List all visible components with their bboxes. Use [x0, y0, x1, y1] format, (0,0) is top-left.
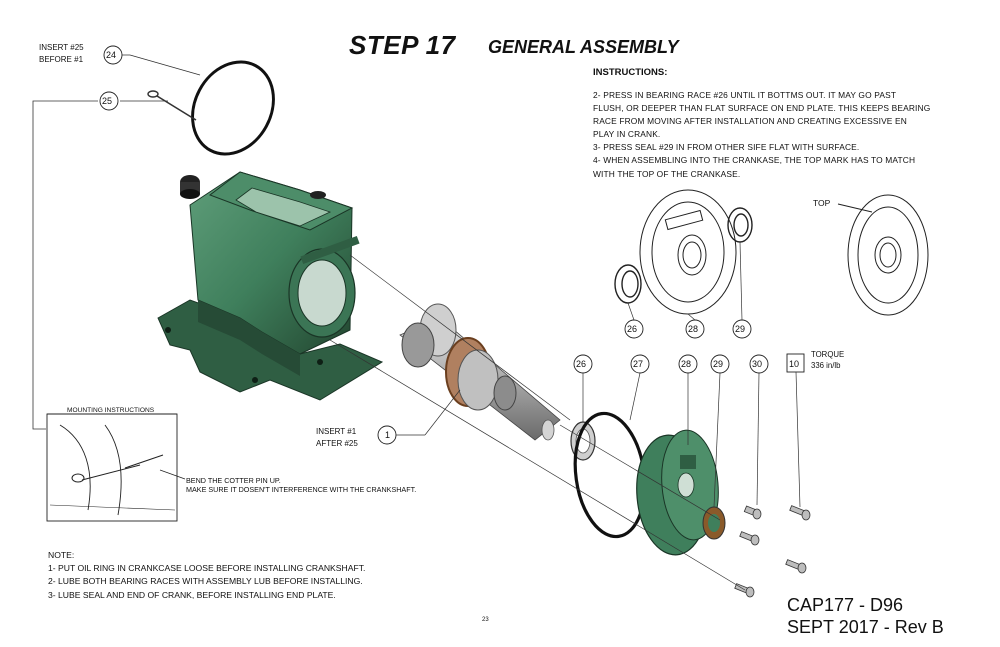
bolts	[734, 505, 811, 598]
bolt	[743, 505, 762, 520]
balloon-29-detail: 29	[735, 324, 746, 334]
box-10: 10	[789, 359, 800, 369]
balloon-1: 1	[385, 430, 391, 440]
balloon-26: 26	[576, 359, 587, 369]
end-plate-detail-front	[639, 189, 737, 315]
doc-revision: SEPT 2017 - Rev B	[787, 617, 944, 637]
breather-cap	[180, 175, 200, 199]
balloon-26-detail: 26	[627, 324, 638, 334]
o-ring-24	[191, 60, 275, 156]
balloon-24: 24	[106, 50, 117, 60]
cotter-line: MAKE SURE IT DOSEN'T INTERFERENCE WITH T…	[186, 485, 417, 494]
mounting-heading: MOUNTING INSTRUCTIONS	[67, 407, 155, 414]
note-item: 3- LUBE SEAL AND END OF CRANK, BEFORE IN…	[48, 589, 336, 600]
balloon-29: 29	[713, 359, 724, 369]
top-mark-label: TOP	[813, 198, 831, 208]
callout-line: AFTER #25	[316, 439, 358, 448]
balloon-leaders	[396, 241, 801, 508]
instruction-line: 3- PRESS SEAL #29 IN FROM OTHER SIFE FLA…	[593, 142, 860, 153]
torque-label: TORQUE	[811, 350, 845, 359]
notes-block: NOTE: 1- PUT OIL RING IN CRANKCASE LOOSE…	[48, 549, 365, 602]
callout-line: INSERT #1	[316, 427, 357, 436]
end-plate-28	[636, 429, 719, 556]
callout-line: INSERT #25	[39, 43, 84, 52]
bolt	[789, 505, 811, 521]
bolt	[739, 531, 760, 546]
insert-25-callout: INSERT #25 BEFORE #1	[39, 42, 84, 66]
instruction-line: PLAY IN CRANK.	[593, 129, 661, 140]
end-plate-detail-top	[837, 194, 929, 316]
race-detail-26	[614, 264, 642, 304]
instruction-line: 2- PRESS IN BEARING RACE #26 UNTIL IT BO…	[593, 90, 897, 100]
page-number: 23	[482, 617, 489, 623]
notes-heading: NOTE:	[48, 550, 75, 560]
crankshaft	[399, 303, 561, 441]
explode-lines	[329, 254, 746, 591]
instruction-line: FLUSH, OR DEEPER THAN FLAT SURFACE ON EN…	[593, 103, 931, 114]
doc-code: CAP177 - D96	[787, 595, 904, 615]
instruction-line: RACE FROM MOVING AFTER INSTALLATION AND …	[593, 116, 907, 127]
balloon-25: 25	[102, 96, 113, 106]
page-title: GENERAL ASSEMBLY	[488, 37, 679, 57]
crankcase-housing	[157, 171, 384, 401]
cotter-line: BEND THE COTTER PIN UP.	[186, 476, 281, 485]
note-item: 1- PUT OIL RING IN CRANKCASE LOOSE BEFOR…	[48, 563, 366, 574]
callout-line: BEFORE #1	[39, 55, 84, 64]
plug-cap	[310, 191, 326, 199]
torque-spec: TORQUE 336 in/lb	[811, 349, 844, 371]
leader-25	[32, 54, 201, 430]
balloon-30: 30	[752, 359, 763, 369]
instructions-heading: INSTRUCTIONS:	[593, 67, 668, 78]
torque-value: 336 in/lb	[811, 361, 841, 370]
balloons	[99, 45, 805, 445]
insert-1-callout: INSERT #1 AFTER #25	[316, 426, 358, 450]
cotter-pin-25	[147, 90, 197, 121]
instruction-line: WITH THE TOP OF THE CRANKASE.	[593, 168, 741, 179]
balloon-28: 28	[681, 359, 692, 369]
balloon-27: 27	[633, 359, 644, 369]
note-item: 2- LUBE BOTH BEARING RACES WITH ASSEMBLY…	[48, 576, 363, 587]
cotter-note: BEND THE COTTER PIN UP. MAKE SURE IT DOS…	[186, 476, 416, 494]
bolt	[785, 559, 807, 574]
instructions-body: 2- PRESS IN BEARING RACE #26 UNTIL IT BO…	[593, 89, 983, 181]
step-number: STEP 17	[349, 30, 456, 60]
instruction-line: 4- WHEN ASSEMBLING INTO THE CRANKASE, TH…	[593, 155, 916, 166]
mounting-instructions-inset	[46, 413, 186, 522]
balloon-28-detail: 28	[688, 324, 699, 334]
document-id: CAP177 - D96 SEPT 2017 - Rev B	[787, 594, 944, 638]
